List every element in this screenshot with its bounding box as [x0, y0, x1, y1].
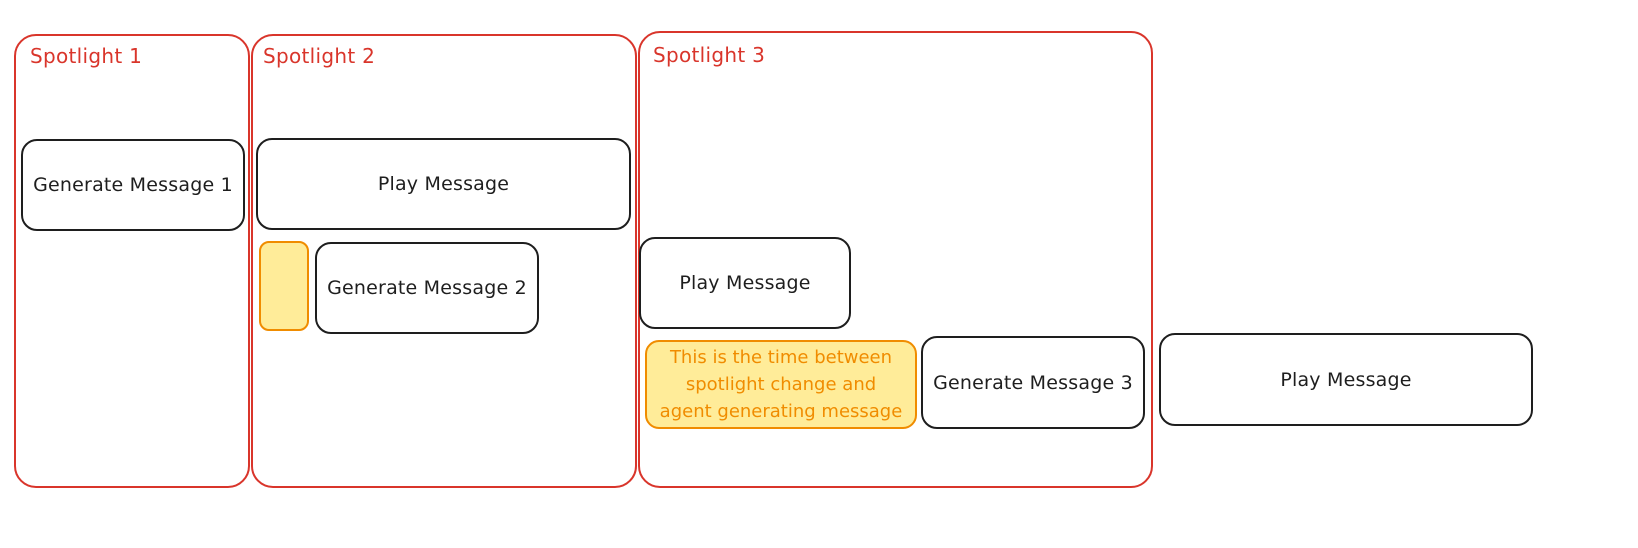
- play-message-1-label: Play Message: [377, 173, 510, 195]
- generate-message-2-label: Generate Message 2: [327, 277, 527, 299]
- play-message-2-box: Play Message: [639, 237, 851, 329]
- generate-message-2-box: Generate Message 2: [315, 242, 539, 334]
- generate-message-1-label: Generate Message 1: [33, 174, 233, 196]
- delay-note-line-2: spotlight change and: [685, 374, 877, 395]
- delay-note-line-1: This is the time between: [669, 347, 893, 368]
- play-message-3-box: Play Message: [1159, 333, 1533, 426]
- delay-note: This is the time between spotlight chang…: [645, 340, 917, 429]
- spotlight-title-1: Spotlight 1: [30, 44, 143, 68]
- generate-message-3-label: Generate Message 3: [933, 371, 1133, 394]
- spotlight-title-2: Spotlight 2: [263, 44, 376, 68]
- play-message-3-label: Play Message: [1280, 368, 1412, 391]
- play-message-2-label: Play Message: [679, 272, 811, 294]
- generate-message-1-box: Generate Message 1: [21, 139, 245, 231]
- delay-note-line-3: agent generating message: [659, 401, 903, 422]
- spotlight-frame-1: [14, 34, 250, 488]
- delay-marker: [259, 241, 309, 331]
- spotlight-title-3: Spotlight 3: [653, 43, 766, 67]
- play-message-1-box: Play Message: [256, 138, 631, 230]
- generate-message-3-box: Generate Message 3: [921, 336, 1145, 429]
- spotlight-frame-2: [251, 34, 637, 488]
- delay-note-text: This is the time between spotlight chang…: [660, 344, 903, 425]
